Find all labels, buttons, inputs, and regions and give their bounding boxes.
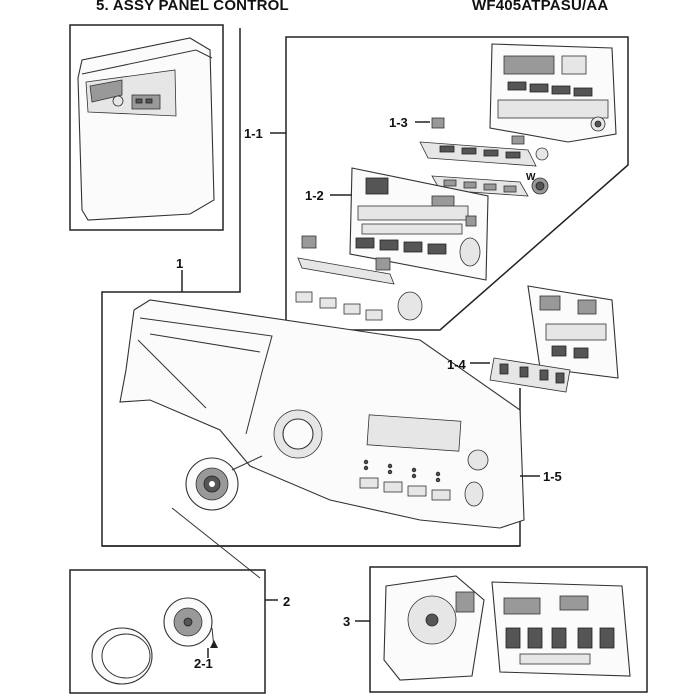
callout-1-5: 1-5 [543,469,562,484]
display-window-part [349,167,489,281]
main-control-panel-box [101,28,525,579]
control-panel-body [119,299,525,529]
callout-2-1: 2-1 [194,656,213,671]
knob-assembly-box-2 [69,569,266,694]
knob-encoder-part [171,455,263,579]
leader-lines [181,121,540,658]
callout-1-1: 1-1 [244,126,263,141]
model-number: WF405ATPASU/AA [472,0,609,14]
pcb-board-part [489,285,619,393]
diagram-title: 5. ASSY PANEL CONTROL [96,0,289,14]
pcb-assembly-box-3 [369,566,648,693]
callout-1-4: 1-4 [447,357,467,372]
subassembly-box-1-1 [285,36,629,331]
washer-overview-panel [69,24,224,231]
button-strip-part [419,117,549,197]
callout-1-3: 1-3 [389,115,408,130]
callout-2: 2 [283,594,290,609]
loose-buttons-part [295,235,423,321]
callout-3: 3 [343,614,350,629]
callout-1: 1 [176,256,183,271]
w-part-mark: W [526,172,536,183]
callout-1-2: 1-2 [305,188,324,203]
pcb-frame-part [489,43,617,143]
